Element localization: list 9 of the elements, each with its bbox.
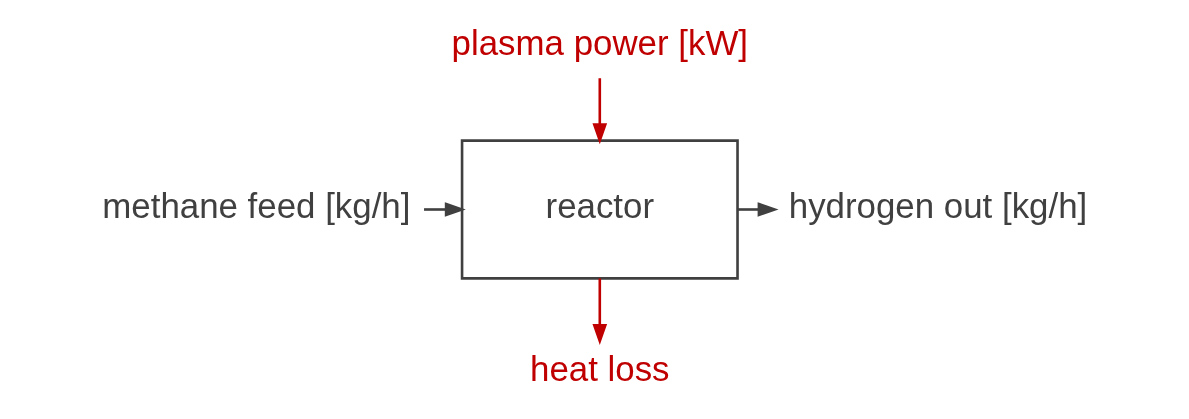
arrow	[591, 78, 607, 145]
node-box: reactor	[460, 139, 739, 280]
arrow	[737, 202, 779, 217]
node-text: methane feed [kg/h]	[101, 186, 410, 226]
node-text: heat loss	[529, 349, 670, 389]
arrow	[423, 202, 466, 217]
node-text: hydrogen out [kg/h]	[788, 186, 1087, 226]
arrow	[591, 278, 607, 345]
node-text: plasma power [kW]	[451, 23, 748, 63]
